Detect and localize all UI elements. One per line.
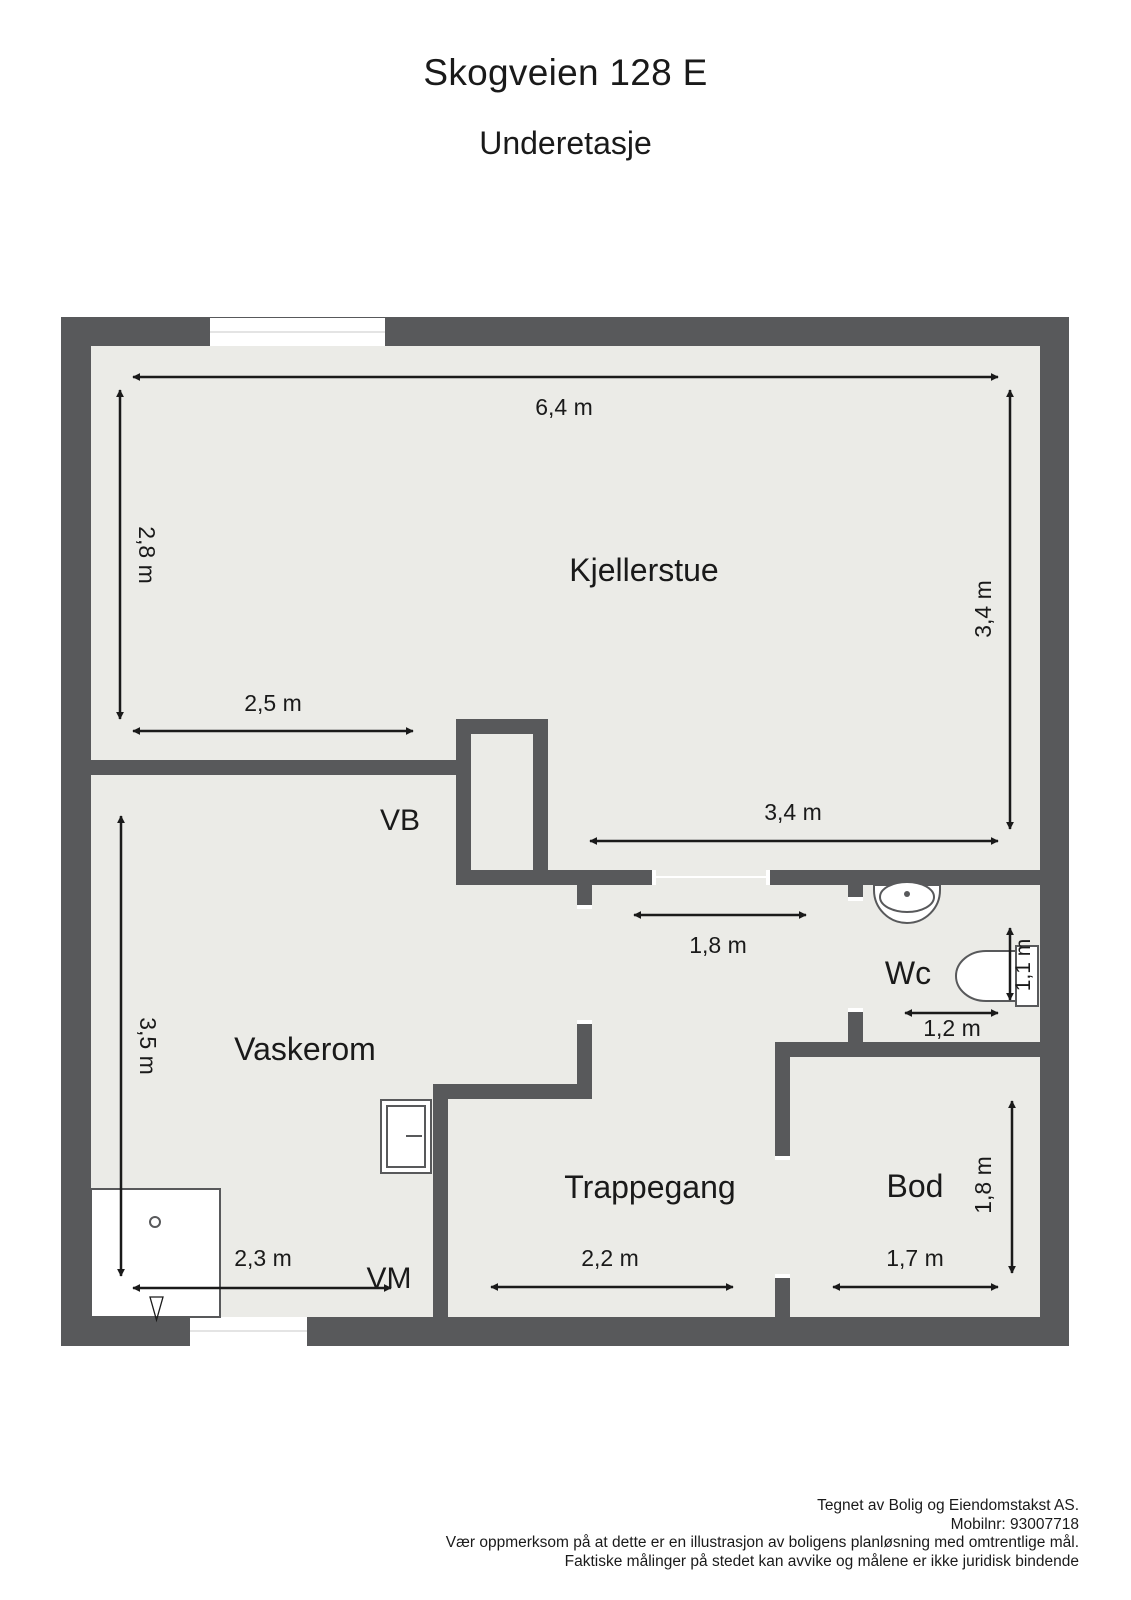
fixtures bbox=[90, 881, 1039, 1323]
room-label-vaskerom: Vaskerom bbox=[234, 1031, 376, 1067]
door-vaskerom-trappegang bbox=[577, 908, 592, 1024]
dim-label-kjellerstue-right: 3,4 m bbox=[970, 580, 996, 638]
washing-machine-icon bbox=[90, 1188, 221, 1318]
dim-label-kjellerstue-left: 2,8 m bbox=[134, 526, 160, 584]
dim-label-bod-height: 1,8 m bbox=[970, 1156, 996, 1214]
footer-disclaimer-1: Vær oppmerksom på at dette er en illustr… bbox=[445, 1534, 1079, 1551]
room-floors bbox=[91, 346, 1040, 1317]
dim-label-kjellerstue-top: 6,4 m bbox=[535, 394, 593, 420]
bod-floor bbox=[790, 1057, 1040, 1317]
shaft-inner bbox=[471, 734, 533, 870]
dimension-labels: 6,4 m 2,8 m 3,4 m 2,5 m 3,4 m 3,5 m 2,3 … bbox=[134, 394, 1035, 1271]
floor-name: Underetasje bbox=[479, 125, 652, 161]
dim-label-kjellerstue-lower-right: 3,4 m bbox=[764, 799, 822, 825]
room-label-wc: Wc bbox=[885, 955, 931, 991]
dim-label-bod-width: 1,7 m bbox=[886, 1245, 944, 1271]
openings bbox=[577, 870, 863, 1278]
dim-label-trappegang-top: 1,8 m bbox=[689, 932, 747, 958]
kjellerstue-floor bbox=[91, 346, 1040, 870]
footer-company: Tegnet av Bolig og Eiendomstakst AS. bbox=[817, 1497, 1079, 1514]
door-trappegang-bod bbox=[775, 1159, 790, 1277]
footer-phone: Mobilnr: 93007718 bbox=[950, 1515, 1079, 1533]
footer-disclaimer-2: Faktiske målinger på stedet kan avvike o… bbox=[564, 1552, 1079, 1570]
dimension-lines bbox=[116, 373, 1016, 1292]
room-label-kjellerstue: Kjellerstue bbox=[569, 552, 718, 588]
fixture-label-vb: VB bbox=[380, 804, 420, 837]
dim-label-wc-width: 1,2 m bbox=[923, 1015, 981, 1041]
trappegang-floor bbox=[448, 885, 848, 1317]
floor-drain-icon bbox=[149, 1296, 164, 1323]
windows bbox=[190, 318, 385, 1346]
fixture-label-vm: VM bbox=[367, 1262, 412, 1295]
dim-label-vaskerom-height: 3,5 m bbox=[135, 1017, 161, 1075]
vaskerom-floor bbox=[91, 775, 577, 1317]
dim-label-kjellerstue-lower-left: 2,5 m bbox=[244, 690, 302, 716]
dim-label-wc-height: 1,1 m bbox=[1012, 939, 1035, 992]
room-labels: Kjellerstue Vaskerom Trappegang Wc Bod V… bbox=[234, 552, 943, 1295]
dim-label-vaskerom-width: 2,3 m bbox=[234, 1245, 292, 1271]
footer-credits: Tegnet av Bolig og Eiendomstakst AS. Mob… bbox=[446, 1497, 1079, 1571]
toilet-icon bbox=[955, 950, 1017, 1002]
room-label-bod: Bod bbox=[887, 1168, 944, 1204]
plan-title: Skogveien 128 E bbox=[423, 52, 708, 93]
door-trappegang-wc bbox=[848, 900, 863, 1010]
room-label-trappegang: Trappegang bbox=[564, 1169, 735, 1205]
dim-label-trappegang-bottom: 2,2 m bbox=[581, 1245, 639, 1271]
